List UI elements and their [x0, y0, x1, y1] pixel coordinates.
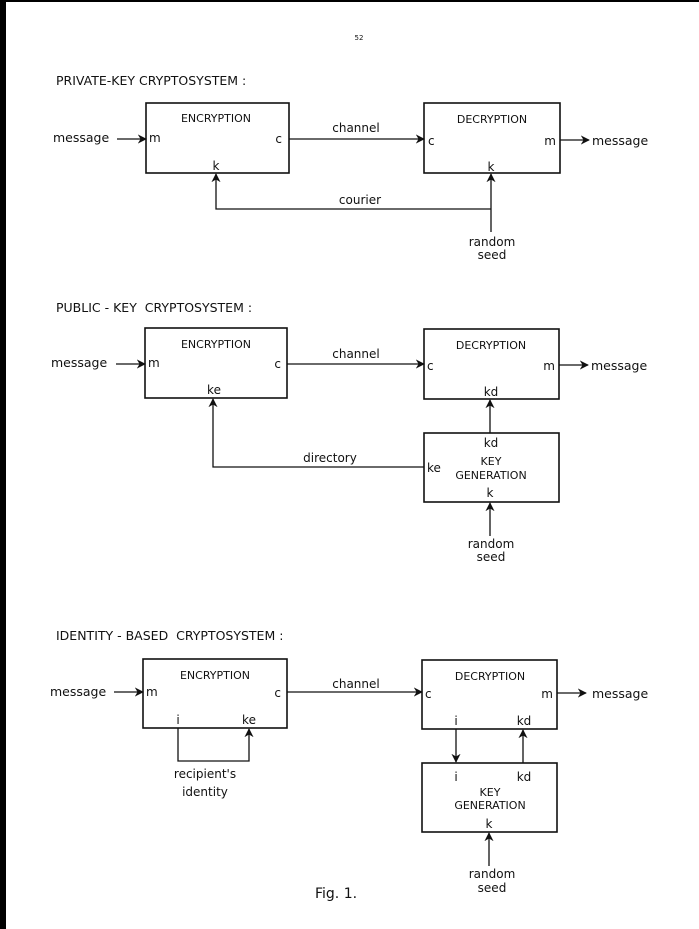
public-decryption-box	[423, 328, 560, 400]
identity-dec-port-m: m	[541, 687, 553, 701]
identity-recipient-loop-arrow	[177, 728, 254, 762]
identity-dec-port-i: i	[454, 714, 457, 728]
private-enc-port-k: k	[213, 159, 220, 173]
public-enc-port-m: m	[148, 356, 160, 370]
public-keygen-port-kd: kd	[484, 436, 499, 450]
public-dec-port-c: c	[427, 359, 434, 373]
identity-keygen-title-line1: KEY	[480, 786, 501, 799]
identity-seed-line2: seed	[478, 881, 507, 895]
private-enc-port-m: m	[149, 131, 161, 145]
identity-enc-port-c: c	[274, 686, 281, 700]
public-decryption-title: DECRYPTION	[456, 339, 526, 352]
identity-decryption-box	[421, 659, 558, 730]
public-input-message: message	[51, 355, 107, 370]
private-dec-port-c: c	[428, 134, 435, 148]
private-decryption-box	[423, 102, 561, 174]
identity-keygen-box	[421, 762, 558, 833]
public-keygen-port-k: k	[487, 486, 494, 500]
identity-dec-port-kd: kd	[517, 714, 532, 728]
identity-based-diagram: IDENTITY - BASED CRYPTOSYSTEM : ENCRYPTI…	[50, 628, 648, 895]
public-output-message: message	[591, 358, 647, 373]
identity-enc-port-m: m	[146, 685, 158, 699]
public-seed-line1: random	[468, 537, 515, 551]
private-key-title: PRIVATE-KEY CRYPTOSYSTEM :	[56, 73, 246, 88]
identity-encryption-title: ENCRYPTION	[180, 669, 250, 682]
private-decryption-title: DECRYPTION	[457, 113, 527, 126]
identity-recipient-line2: identity	[182, 785, 228, 799]
private-courier-arrow	[211, 173, 491, 210]
public-directory-arrow	[208, 398, 424, 468]
identity-decryption-title: DECRYPTION	[455, 670, 525, 683]
private-courier-label: courier	[339, 193, 381, 207]
private-encryption-title: ENCRYPTION	[181, 112, 251, 125]
public-seed-line2: seed	[477, 550, 506, 564]
identity-keygen-title-line2: GENERATION	[454, 799, 525, 812]
public-key-title: PUBLIC - KEY CRYPTOSYSTEM :	[56, 300, 252, 315]
public-dec-port-kd: kd	[484, 385, 499, 399]
public-channel-label: channel	[332, 347, 379, 361]
identity-keygen-port-kd: kd	[517, 770, 532, 784]
identity-enc-port-i: i	[176, 713, 179, 727]
identity-input-message: message	[50, 684, 106, 699]
public-key-diagram: PUBLIC - KEY CRYPTOSYSTEM : ENCRYPTION m…	[51, 300, 647, 564]
identity-enc-port-ke: ke	[242, 713, 256, 727]
private-input-message: message	[53, 130, 109, 145]
identity-keygen-port-k: k	[486, 817, 493, 831]
page-number: 52	[355, 34, 364, 42]
private-seed-line2: seed	[478, 248, 507, 262]
identity-output-message: message	[592, 686, 648, 701]
private-enc-port-c: c	[275, 132, 282, 146]
public-keygen-title-line1: KEY	[481, 455, 502, 468]
public-directory-label: directory	[303, 451, 357, 465]
identity-seed-line1: random	[469, 867, 516, 881]
public-keygen-title-line2: GENERATION	[455, 469, 526, 482]
identity-keygen-port-i: i	[454, 770, 457, 784]
public-dec-port-m: m	[543, 359, 555, 373]
private-seed-line1: random	[469, 235, 516, 249]
public-keygen-port-ke: ke	[427, 461, 441, 475]
private-dec-port-m: m	[544, 134, 556, 148]
scan-top-border	[0, 0, 699, 2]
public-encryption-title: ENCRYPTION	[181, 338, 251, 351]
identity-channel-label: channel	[332, 677, 379, 691]
private-key-diagram: PRIVATE-KEY CRYPTOSYSTEM : ENCRYPTION m …	[53, 73, 648, 262]
public-enc-port-c: c	[274, 357, 281, 371]
private-dec-port-k: k	[488, 160, 495, 174]
private-channel-label: channel	[332, 121, 379, 135]
scan-left-border	[0, 0, 6, 929]
figure-caption: Fig. 1.	[315, 886, 357, 902]
identity-dec-port-c: c	[425, 687, 432, 701]
private-output-message: message	[592, 133, 648, 148]
identity-based-title: IDENTITY - BASED CRYPTOSYSTEM :	[56, 628, 283, 643]
identity-recipient-line1: recipient's	[174, 767, 236, 781]
public-enc-port-ke: ke	[207, 383, 221, 397]
